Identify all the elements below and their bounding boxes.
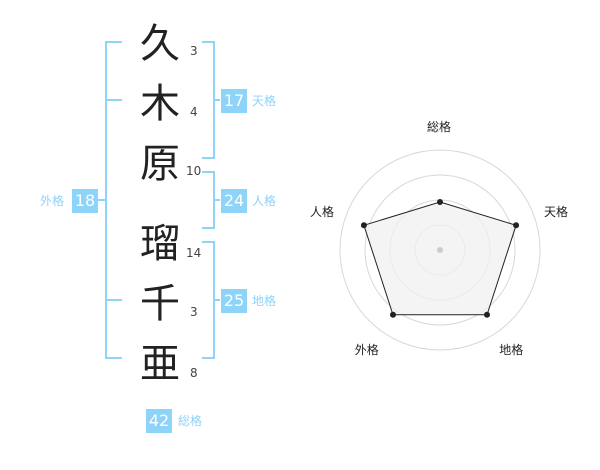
stroke-count-6: 8 [190,366,198,380]
stroke-count-3: 10 [186,164,202,178]
radar-axis-label-3: 地格 [499,342,524,357]
name-char-2: 木 [140,81,180,127]
radar-axis-label-5: 人格 [310,204,335,219]
soukaku-value: 42 [146,409,172,433]
radar-chart: 総格天格地格 外格 人格 [300,100,580,380]
radar-axis-label-4: 外格 [354,342,379,357]
radar-point-2 [513,222,520,229]
radar-axis-label-1: 総格 [427,120,452,134]
radar-point-4 [389,311,396,318]
name-char-5: 千 [140,281,180,327]
stroke-count-2: 4 [190,105,198,119]
stroke-count-4: 14 [186,246,202,260]
chikaku-label: 地格 [252,294,277,308]
gaikaku-value: 18 [72,189,98,213]
jinkaku-value: 24 [221,189,247,213]
radar-ring-3 [364,174,516,326]
tenkaku-value: 17 [221,89,247,113]
radar-ring-4 [339,149,541,351]
stroke-count-5: 3 [190,305,198,319]
radar-axis-label-2: 天格 [543,204,568,219]
name-char-6: 亜 [140,341,180,387]
name-char-4: 瑠 [140,221,180,267]
name-char-3: 原 [140,141,180,187]
chikaku-value: 25 [221,289,247,313]
gaikaku-label: 外格 [40,194,65,208]
jinkaku-label: 人格 [252,194,277,208]
soukaku-label: 総格 [178,414,203,428]
radar-point-3 [484,311,491,318]
tenkaku-label: 天格 [252,94,277,108]
radar-point-1 [437,199,443,205]
stroke-count-1: 3 [190,44,198,58]
radar-point-5 [360,222,367,229]
radar-center [437,247,443,253]
radar-svg [339,149,541,351]
radar-polygon [363,201,517,316]
name-char-1: 久 [140,21,180,67]
